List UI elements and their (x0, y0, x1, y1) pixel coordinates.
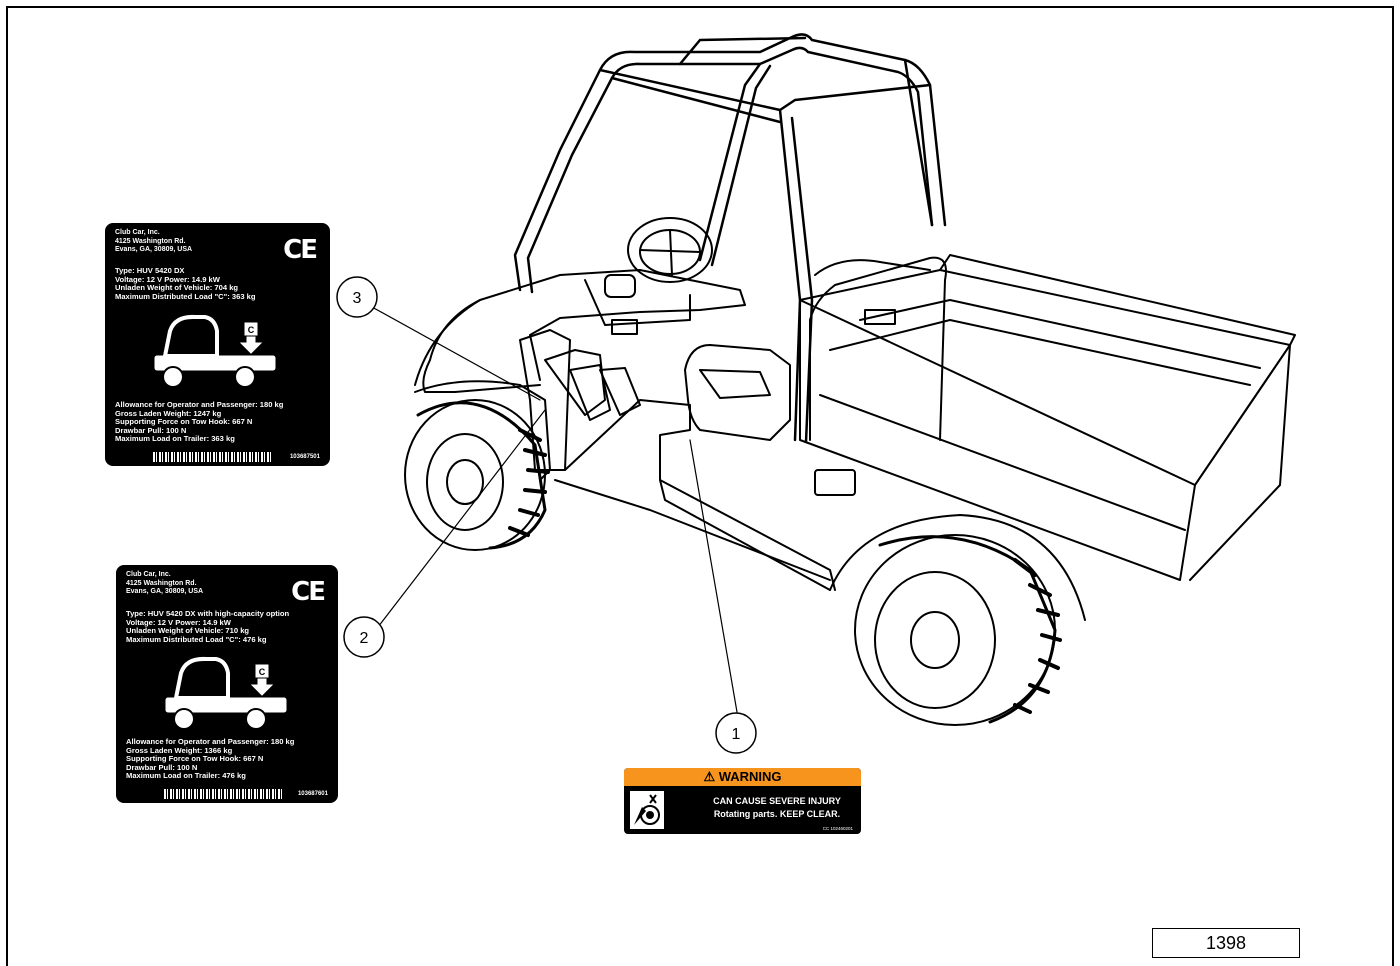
rear-wheel (829, 514, 1086, 726)
load-letter: C (259, 667, 266, 677)
warning-code: CC 102460201 (822, 826, 853, 831)
warning-label: ⚠ WARNING CAN CAUSE SEVERE INJURY Rotati… (624, 768, 861, 834)
callout-1-number: 1 (732, 726, 741, 743)
body-side (554, 399, 836, 591)
load-letter: C (248, 325, 255, 335)
warning-line-1: CAN CAUSE SEVERE INJURY (713, 796, 841, 806)
rotating-parts-icon (630, 791, 664, 829)
cargo-bed (799, 254, 1296, 581)
manufacturer-address: Club Car, Inc. 4125 Washington Rd. Evans… (126, 571, 204, 595)
callout-2-number: 2 (360, 630, 369, 647)
steering-wheel (627, 217, 713, 283)
vehicle-specs: Type: HUV 5420 DX with high-capacity opt… (126, 609, 290, 644)
manufacturer-address: Club Car, Inc. 4125 Washington Rd. Evans… (115, 229, 193, 253)
callout-3: 3 (336, 276, 378, 318)
callout-2: 2 (343, 616, 385, 658)
label-code: 103687501 (289, 454, 320, 460)
vehicle-load-diagram: C (165, 656, 287, 730)
vehicle-load-diagram: C (154, 314, 276, 388)
vehicle-label-standard: Club Car, Inc. 4125 Washington Rd. Evans… (105, 223, 330, 466)
callout-3-number: 3 (353, 290, 362, 307)
barcode (164, 789, 282, 799)
vehicle-label-high-capacity: Club Car, Inc. 4125 Washington Rd. Evans… (116, 565, 338, 803)
ce-mark: CE (291, 577, 326, 607)
page-frame (6, 6, 1394, 966)
ce-mark: CE (283, 235, 318, 265)
leader-lines (371, 306, 738, 713)
warning-line-2: Rotating parts. KEEP CLEAR. (713, 809, 841, 819)
figure-number: 1398 (1152, 928, 1300, 958)
vehicle-specs: Type: HUV 5420 DX Voltage: 12 V Power: 1… (115, 266, 256, 301)
vehicle-specs-2: Allowance for Operator and Passenger: 18… (126, 737, 295, 781)
front-wheel (404, 380, 551, 551)
barcode (153, 452, 271, 462)
warning-header: ⚠ WARNING (624, 768, 861, 786)
callout-1: 1 (715, 712, 757, 754)
vehicle-specs-2: Allowance for Operator and Passenger: 18… (115, 400, 284, 444)
label-code: 103687601 (297, 791, 328, 797)
